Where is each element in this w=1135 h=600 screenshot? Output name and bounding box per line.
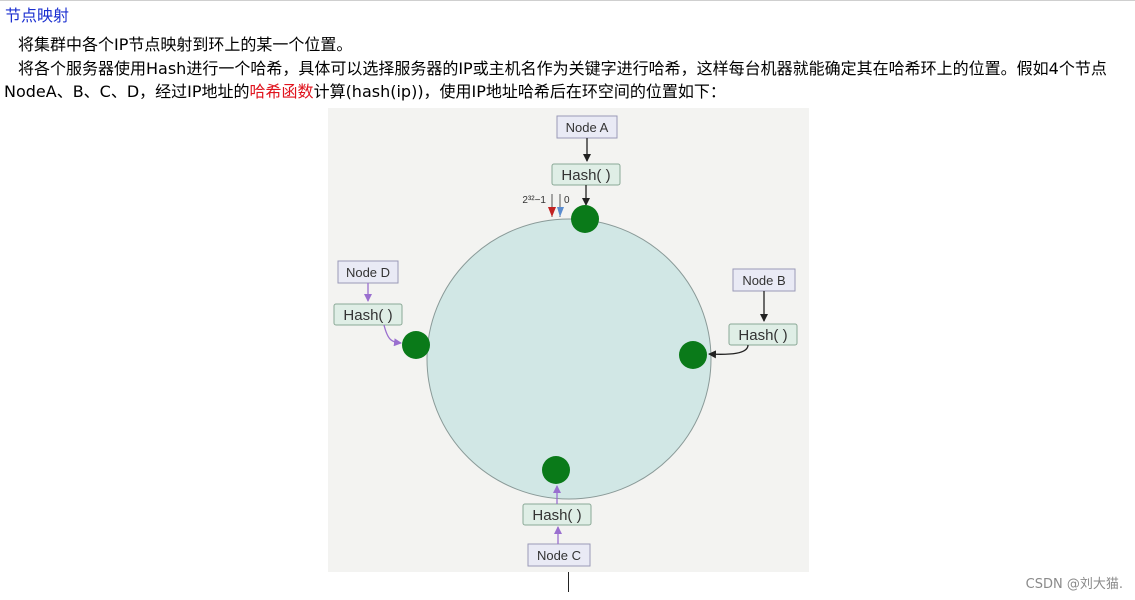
paragraph-description: 将各个服务器使用Hash进行一个哈希，具体可以选择服务器的IP或主机名作为关键字… (4, 57, 1132, 103)
paragraph-intro: 将集群中各个IP节点映射到环上的某一个位置。 (18, 35, 353, 54)
text-cursor (568, 572, 569, 592)
node-d-dot (402, 331, 430, 359)
ring-end-label: 2³²−1 (522, 195, 546, 206)
hash-box-a-label: Hash( ) (561, 167, 610, 184)
paragraph-text-before: 将各个服务器使用Hash进行一个哈希，具体可以选择服务器的IP或主机名作为关键字… (4, 59, 1107, 101)
hash-box-b-label: Hash( ) (738, 327, 787, 344)
node-a-label: Node A (566, 120, 609, 135)
node-b-dot (679, 341, 707, 369)
csdn-watermark: CSDN @刘大猫. (1025, 577, 1123, 592)
ring-start-label: 0 (564, 195, 570, 206)
node-c-group: Node C Hash( ) (522, 456, 592, 567)
node-d-label: Node D (346, 265, 390, 280)
ring-start-marker: 2³²−1 0 (522, 194, 570, 217)
node-c-dot (542, 456, 570, 484)
node-a-group: Node A Hash( ) (551, 115, 621, 233)
node-b-group: Node B Hash( ) (679, 268, 798, 369)
node-c-label: Node C (537, 548, 581, 563)
section-heading: 节点映射 (5, 6, 70, 25)
highlight-link-hash-function[interactable]: 哈希函数 (249, 82, 314, 101)
top-divider (0, 0, 1135, 1)
node-c-box (527, 543, 591, 567)
hash-box-d-label: Hash( ) (343, 307, 392, 324)
node-a-dot (571, 205, 599, 233)
node-b-label: Node B (742, 273, 785, 288)
hash-ring (426, 218, 712, 500)
hash-box-c-label: Hash( ) (532, 507, 581, 524)
hash-box-b (728, 323, 798, 346)
hash-box-d (333, 303, 403, 326)
node-d-group: Node D Hash( ) (333, 260, 430, 359)
hash-ring-diagram: 2³²−1 0 Node A Hash( ) Node B Hash( ) N (328, 108, 809, 572)
paragraph-text-after: 计算(hash(ip))，使用IP地址哈希后在环空间的位置如下： (313, 82, 726, 101)
